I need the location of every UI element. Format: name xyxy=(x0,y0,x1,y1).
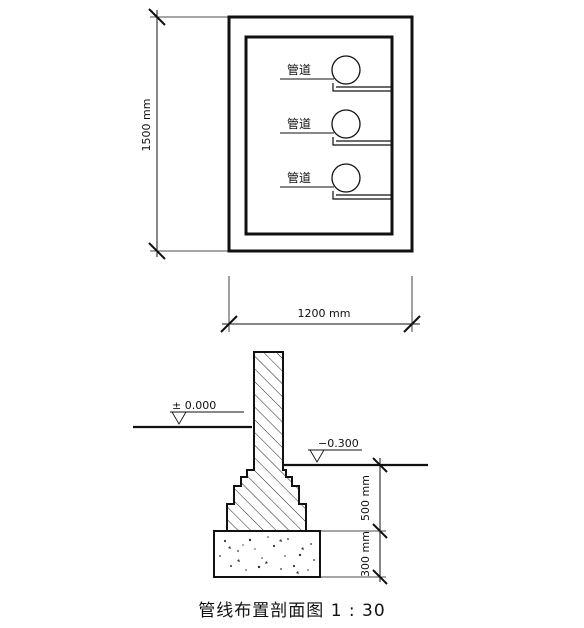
tick-left xyxy=(220,315,238,333)
concrete-pad xyxy=(213,530,321,578)
level-triangle xyxy=(171,411,187,425)
width-dim-text: 1200 mm xyxy=(298,307,351,320)
drawing-caption: 管线布置剖面图 1 : 30 xyxy=(198,601,386,621)
level-triangle xyxy=(309,449,325,463)
box-inner-wall xyxy=(244,35,394,236)
pipe-bracket xyxy=(332,83,392,92)
pipe-label: 管道 xyxy=(287,116,311,131)
level-text-lower: −0.300 xyxy=(318,437,359,450)
pipe-bracket xyxy=(332,137,392,146)
tick-bottom xyxy=(148,242,166,260)
tick-bottom xyxy=(372,569,388,585)
pipe-section-drawing: 管道 管道 管道 1500 mm 1200 mm ± 0.00 xyxy=(133,8,428,585)
pipe-label: 管道 xyxy=(287,62,311,77)
pipe-circle xyxy=(331,55,361,85)
pipe-circle xyxy=(331,163,361,193)
level-marker-lower: −0.300 xyxy=(308,437,362,463)
footing-dim-text: 500 mm xyxy=(359,475,372,521)
pipe-box xyxy=(227,15,414,253)
pipe-3: 管道 xyxy=(280,163,392,200)
height-dim-text: 1500 mm xyxy=(140,99,153,152)
tick-top xyxy=(148,8,166,26)
tick-right xyxy=(403,315,421,333)
pipe-2: 管道 xyxy=(280,109,392,146)
pipe-1: 管道 xyxy=(280,55,392,92)
tick-mid xyxy=(372,523,388,539)
pad-speckle xyxy=(219,536,315,574)
foundation-wall xyxy=(226,351,307,532)
ground-lines xyxy=(133,425,428,467)
box-outer-wall xyxy=(227,15,414,253)
pipe-circle xyxy=(331,109,361,139)
pad-dim-text: 300 mm xyxy=(359,531,372,577)
level-marker-ground: ± 0.000 xyxy=(170,399,244,425)
width-dimension: 1200 mm xyxy=(220,276,421,333)
pipe-bracket xyxy=(332,191,392,200)
footing-dimension: 500 mm 300 mm xyxy=(306,457,388,585)
height-dimension: 1500 mm xyxy=(140,8,229,260)
tick-top xyxy=(372,457,388,473)
level-text-ground: ± 0.000 xyxy=(172,399,216,412)
pipe-label: 管道 xyxy=(287,170,311,185)
pad-outline xyxy=(213,530,321,578)
